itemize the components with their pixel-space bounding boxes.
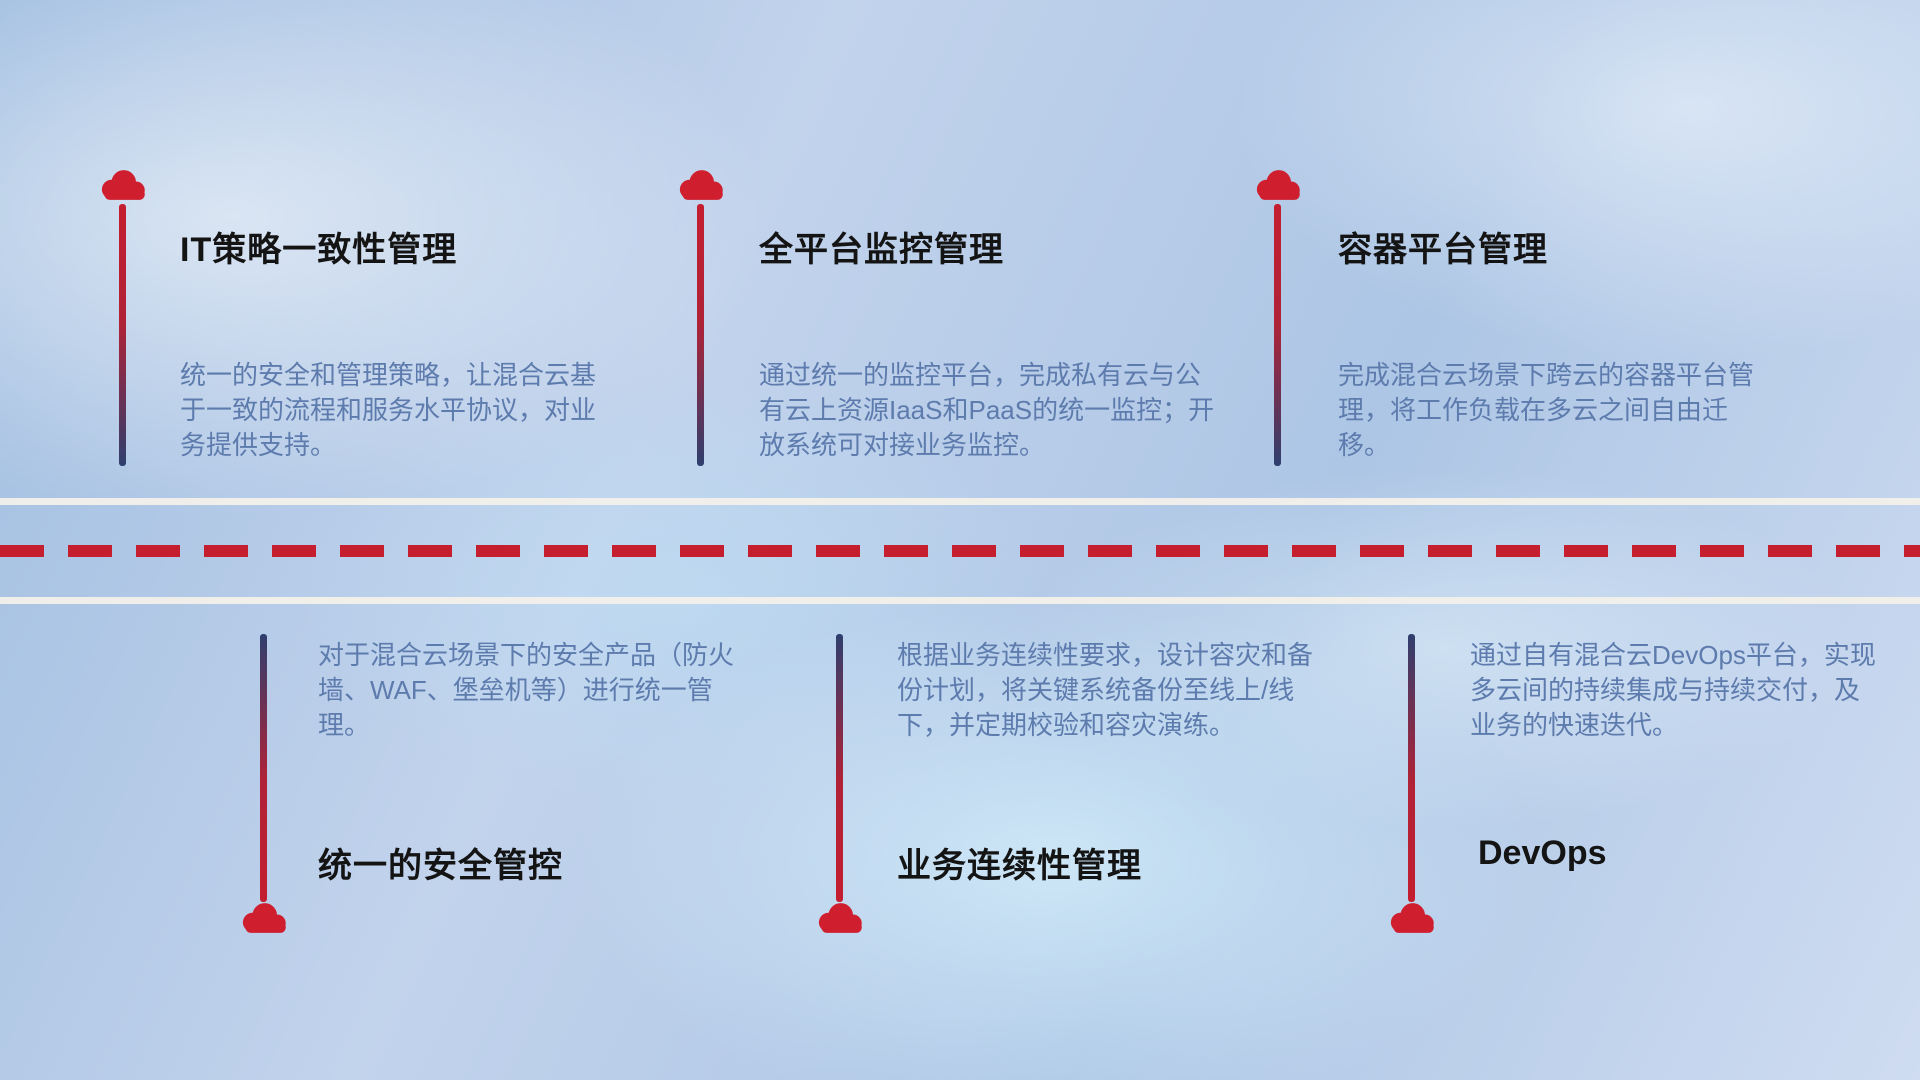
milestone-description: 对于混合云场景下的安全产品（防火墙、WAF、堡垒机等）进行统一管理。 xyxy=(318,640,735,740)
cloud-icon xyxy=(1249,165,1305,205)
milestone-line xyxy=(1408,634,1415,902)
milestone-description: 根据业务连续性要求，设计容灾和备份计划，将关键系统备份至线上/线下，并定期校验和… xyxy=(897,640,1314,740)
milestone-line xyxy=(836,634,843,902)
milestone-title: 业务连续性管理 xyxy=(897,847,1142,885)
cloud-icon xyxy=(235,898,291,938)
milestone-title: DevOps xyxy=(1478,834,1607,872)
road-edge-bottom xyxy=(0,597,1920,604)
milestone-line xyxy=(119,204,126,466)
milestone-description: 完成混合云场景下跨云的容器平台管理，将工作负载在多云之间自由迁移。 xyxy=(1338,360,1755,460)
milestone-description: 统一的安全和管理策略，让混合云基于一致的流程和服务水平协议，对业务提供支持。 xyxy=(180,360,597,460)
milestone-line xyxy=(260,634,267,902)
cloud-icon xyxy=(94,165,150,205)
cloud-icon xyxy=(672,165,728,205)
milestone-description: 通过统一的监控平台，完成私有云与公有云上资源IaaS和PaaS的统一监控；开放系… xyxy=(759,360,1215,460)
milestone-line xyxy=(697,204,704,466)
milestone-title: IT策略一致性管理 xyxy=(180,231,458,269)
cloud-icon xyxy=(811,898,867,938)
milestone-title: 全平台监控管理 xyxy=(759,231,1004,269)
cloud-icon xyxy=(1383,898,1439,938)
road-edge-top xyxy=(0,498,1920,505)
milestone-title: 容器平台管理 xyxy=(1338,231,1548,269)
milestone-line xyxy=(1274,204,1281,466)
road-center-dashed-line xyxy=(0,545,1920,557)
milestone-description: 通过自有混合云DevOps平台，实现多云间的持续集成与持续交付，及业务的快速迭代… xyxy=(1470,640,1876,740)
milestone-title: 统一的安全管控 xyxy=(318,847,563,885)
